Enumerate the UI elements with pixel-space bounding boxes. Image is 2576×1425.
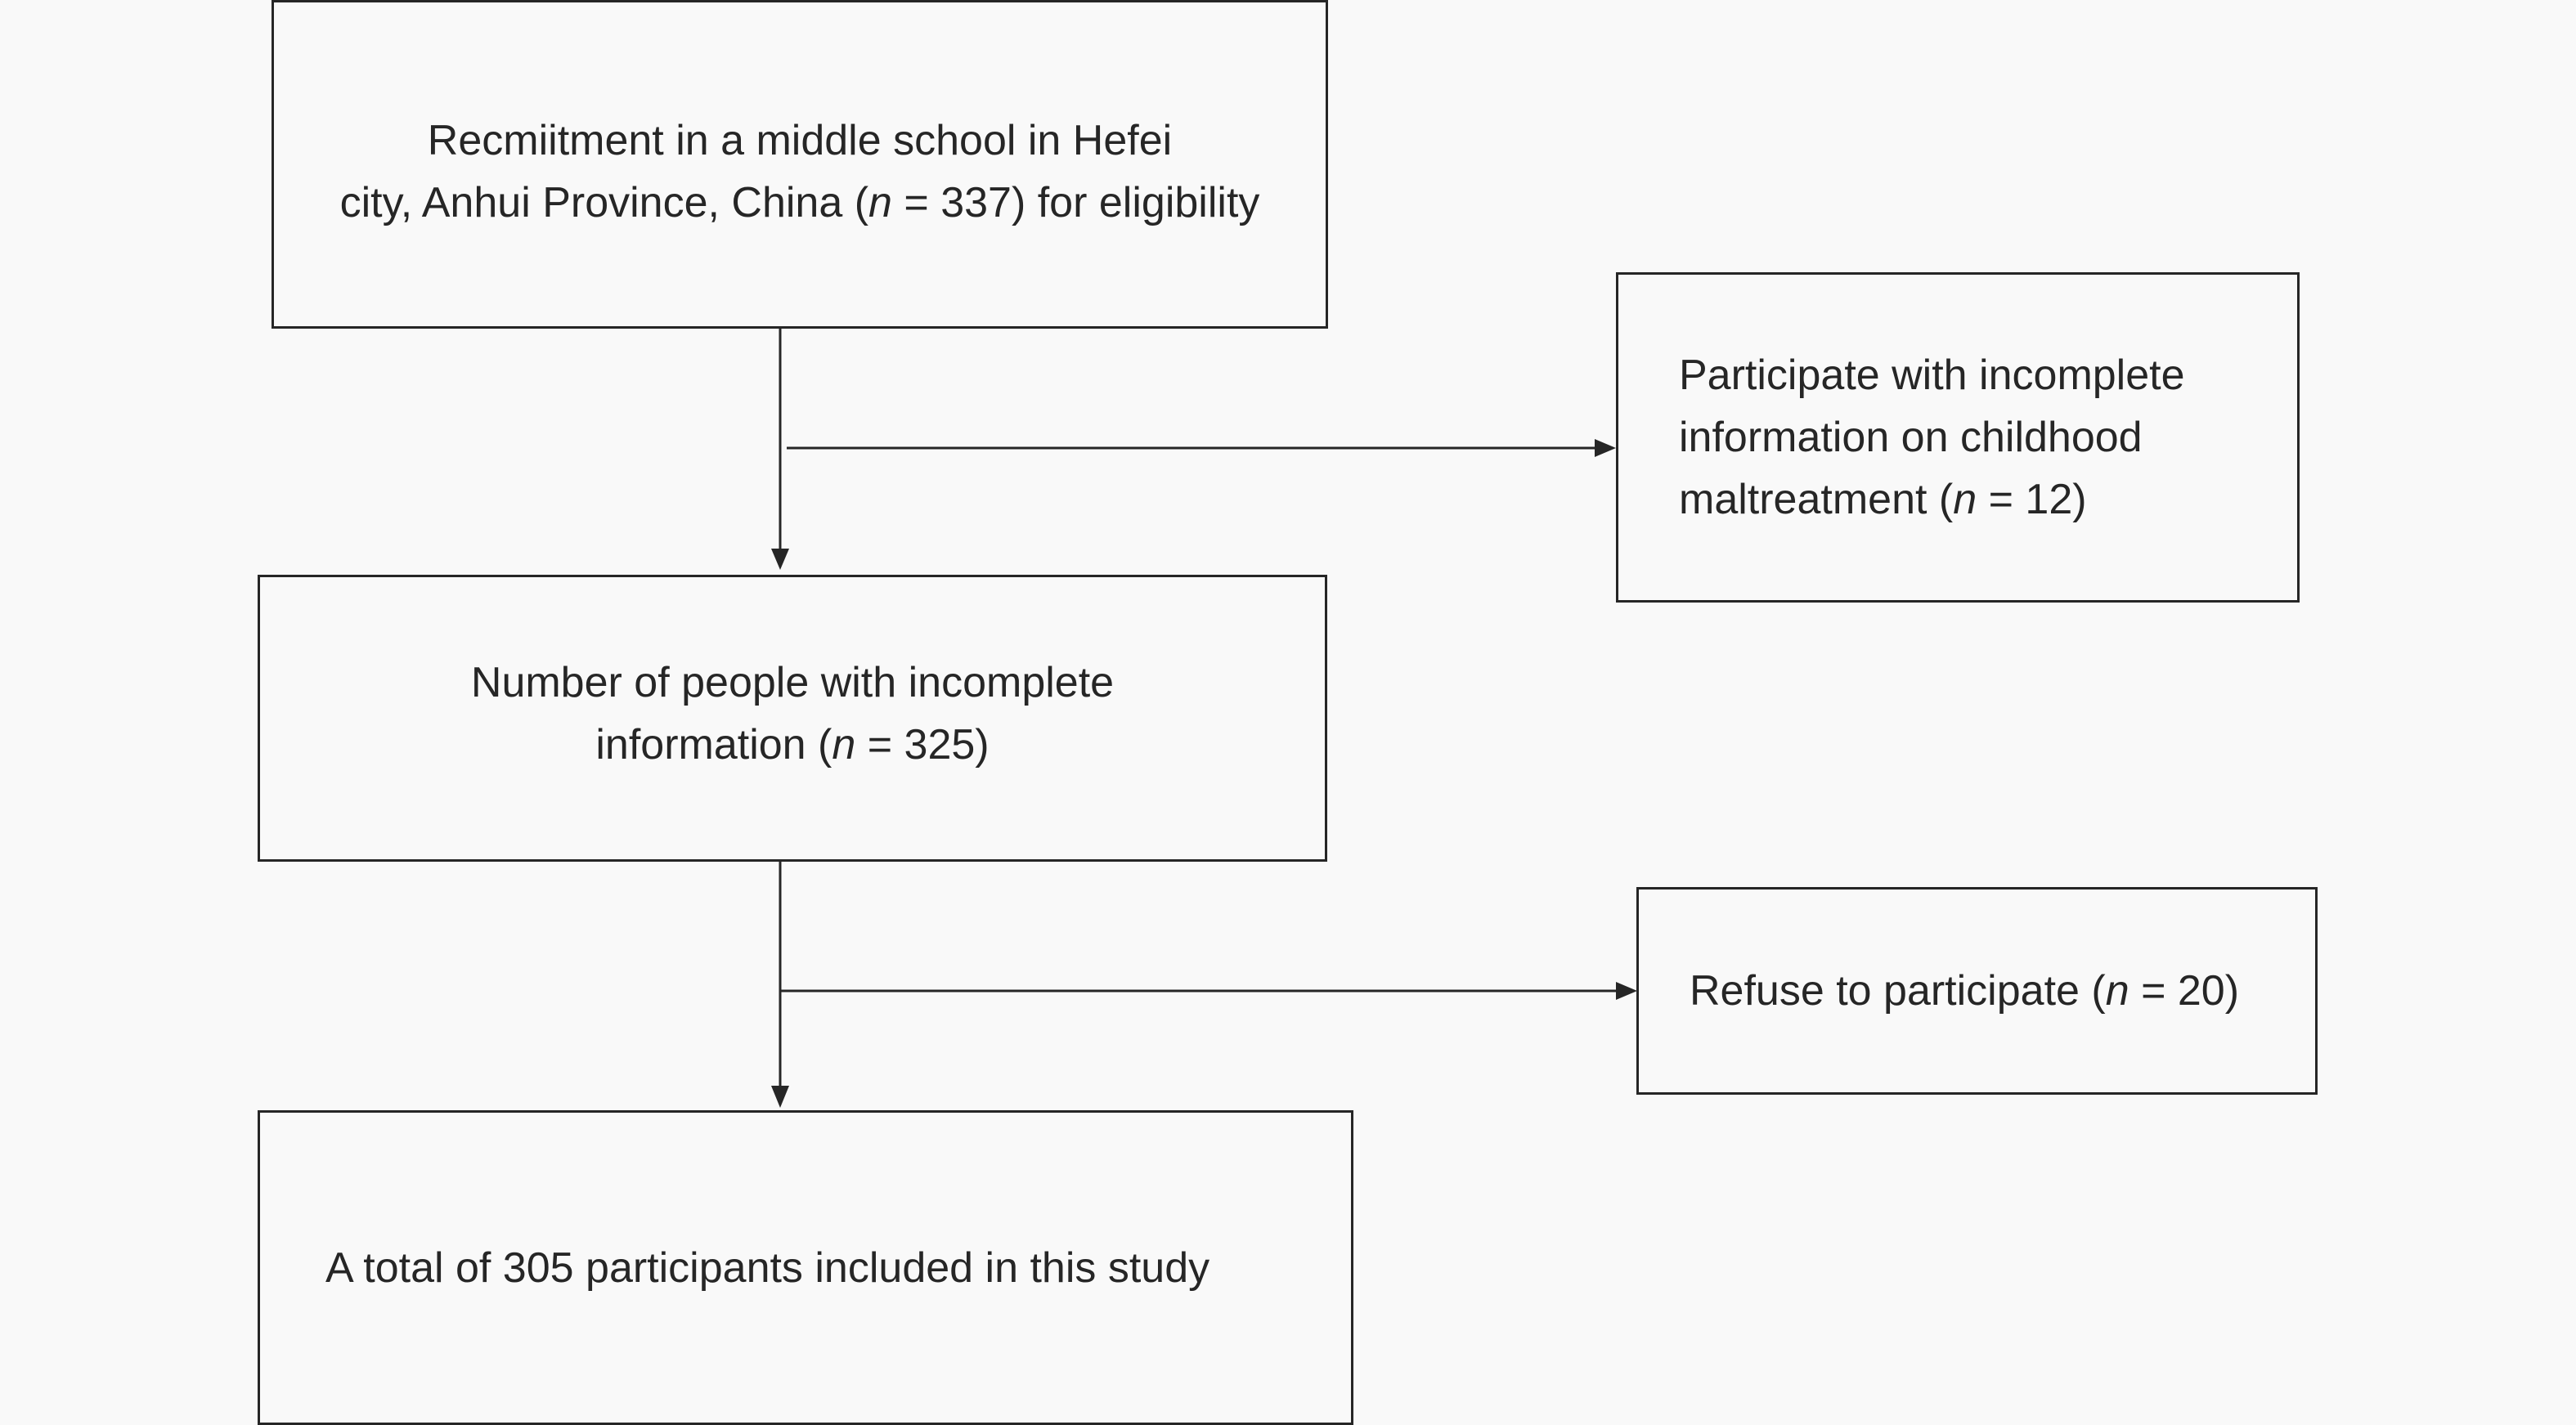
recruitment-line-1: Recmiitment in a middle school in Hefei: [427, 117, 1173, 164]
incomplete-info-n-symbol: n: [1953, 476, 1977, 523]
refuse-line-1-pre: Refuse to participate (: [1690, 967, 2106, 1015]
arrowhead-down-1: [771, 549, 789, 570]
people-incomplete-line-1: Number of people with incomplete: [470, 658, 1115, 706]
incomplete-info-line-2: information on childhood: [1679, 414, 2143, 461]
people-incomplete-box: Number of people with incomplete informa…: [258, 575, 1327, 862]
arrowhead-right-1: [1595, 439, 1616, 457]
recruitment-n-symbol: n: [868, 179, 892, 226]
incomplete-info-box: Participate with incomplete information …: [1616, 272, 2300, 603]
recruitment-line-2-post: = 337) for eligibility: [891, 179, 1260, 226]
people-incomplete-line-2-post: = 325): [855, 720, 990, 769]
refuse-line-1-post: = 20): [2129, 967, 2240, 1015]
recruitment-line-2-pre: city, Anhui Province, China (: [339, 179, 869, 226]
total-participants-box: A total of 305 participants included in …: [258, 1110, 1353, 1425]
people-incomplete-line-2-pre: information (: [595, 720, 832, 769]
refuse-text: Refuse to participate (n = 20): [1690, 960, 2239, 1022]
incomplete-info-line-3-post: = 12): [1977, 476, 2087, 523]
incomplete-info-line-1: Participate with incomplete: [1679, 352, 2185, 399]
arrowhead-right-2: [1616, 982, 1637, 1000]
people-incomplete-n-symbol: n: [832, 720, 856, 769]
refuse-box: Refuse to participate (n = 20): [1636, 887, 2318, 1095]
incomplete-info-line-3-pre: maltreatment (: [1679, 476, 1954, 523]
incomplete-info-text: Participate with incomplete information …: [1679, 344, 2185, 531]
total-participants-text: A total of 305 participants included in …: [325, 1244, 1210, 1292]
recruitment-box: Recmiitment in a middle school in Hefei …: [272, 0, 1328, 329]
recruitment-text: Recmiitment in a middle school in Hefei …: [340, 110, 1260, 234]
people-incomplete-text: Number of people with incomplete informa…: [471, 652, 1114, 776]
arrowhead-down-2: [771, 1086, 789, 1108]
refuse-n-symbol: n: [2105, 967, 2129, 1015]
